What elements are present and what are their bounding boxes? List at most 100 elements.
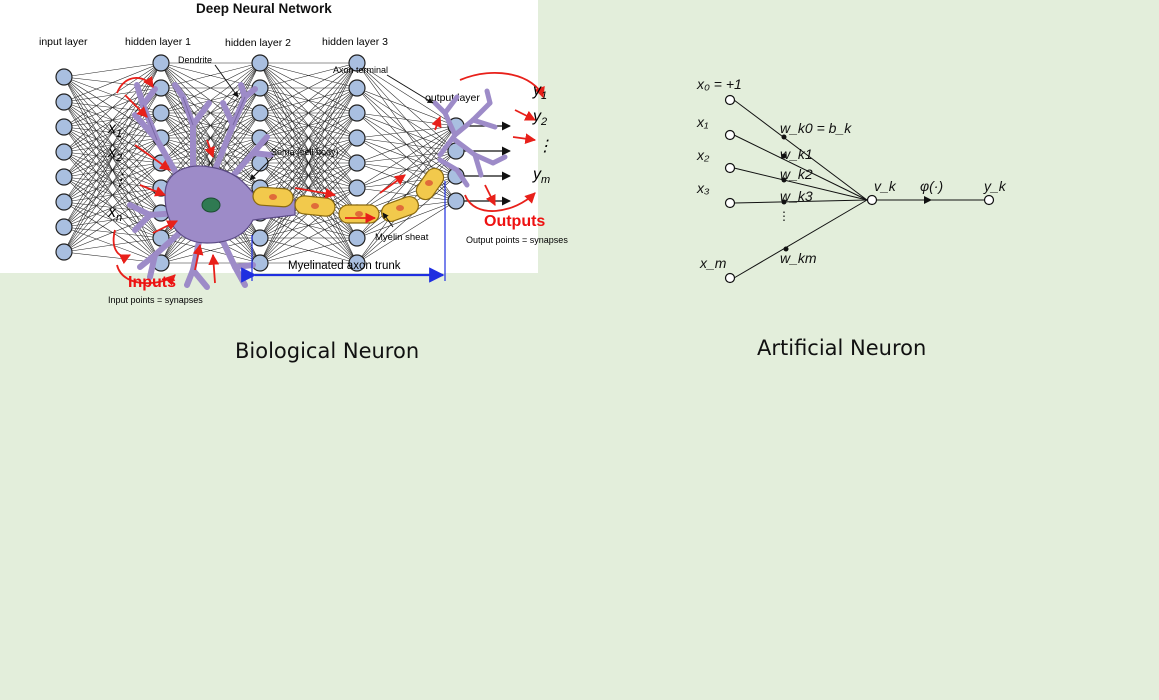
dendrite-label: Dendrite xyxy=(178,55,212,65)
deep-neural-network-panel: Deep Neural Network input layer hidden l… xyxy=(0,0,538,273)
layer-2-node xyxy=(251,54,269,72)
connection-edge xyxy=(63,187,162,253)
connection-edge xyxy=(259,112,358,264)
layer-0-node xyxy=(55,118,73,136)
bio-output-ym: ym xyxy=(532,166,550,186)
connection-edge xyxy=(160,237,261,264)
layer-4-node xyxy=(447,192,465,210)
output-node xyxy=(983,194,995,206)
layer-2-node xyxy=(251,104,269,122)
connection-edge xyxy=(63,62,162,78)
connection-edge xyxy=(356,62,457,127)
signal-arrows xyxy=(112,72,545,286)
network-title: Deep Neural Network xyxy=(196,1,332,16)
output-label: y_k xyxy=(983,178,1007,194)
layer-3-node xyxy=(348,179,366,197)
layer-3-node xyxy=(348,154,366,172)
layer-0-node xyxy=(55,193,73,211)
layer-0-node xyxy=(55,168,73,186)
axon-terminal-label: Axon terminal xyxy=(333,65,388,75)
bio-output-dots: ⋮ xyxy=(537,138,553,155)
connection-edge xyxy=(356,175,457,264)
input-label-xm: x_m xyxy=(699,255,727,271)
input-label-x1: x₁ xyxy=(696,114,709,130)
connection-edge xyxy=(356,200,457,264)
input-label-x2: x₂ xyxy=(696,147,710,163)
input-node-x2 xyxy=(724,162,736,174)
layer-label-output: output layer xyxy=(425,92,480,104)
connection-edge xyxy=(259,62,358,164)
connection-edge xyxy=(63,62,162,128)
connection-edge xyxy=(63,112,162,253)
input-node-x0 xyxy=(724,94,736,106)
connection-edge xyxy=(63,162,162,253)
input-node-x1 xyxy=(724,129,736,141)
layer-label-hidden-2: hidden layer 2 xyxy=(225,37,291,49)
biological-neuron-diagram: Dendrite Axon terminal Soma (cell body) … xyxy=(107,55,568,305)
inputs-label: Inputs xyxy=(128,274,176,291)
network-connections xyxy=(63,62,457,264)
artificial-neuron-caption: Artificial Neuron xyxy=(757,336,927,360)
layer-0-node xyxy=(55,243,73,261)
layer-3-node xyxy=(348,104,366,122)
weight-label-wk2: w_k2 xyxy=(780,166,813,182)
svg-text:⋮: ⋮ xyxy=(778,209,790,223)
layer-0-node xyxy=(55,68,73,86)
bio-output-y1: y1 xyxy=(532,82,547,102)
weight-label-wk1: w_k1 xyxy=(780,146,813,162)
bio-input-x2: x2 xyxy=(107,144,122,164)
myelin-label: Myelin sheat xyxy=(375,232,429,243)
sum-label: v_k xyxy=(874,178,897,194)
connection-edge xyxy=(160,62,261,164)
connection-edge xyxy=(63,62,162,228)
bio-input-labels: x1 x2 ⋮ xn xyxy=(107,120,128,224)
bio-output-labels: y1 y2 ⋮ ym xyxy=(532,82,553,186)
connection-edge xyxy=(259,237,358,264)
layer-3-node xyxy=(348,129,366,147)
trunk-label: Myelinated axon trunk xyxy=(288,260,401,272)
connection-edge xyxy=(259,187,358,264)
bio-output-y2: y2 xyxy=(532,108,547,128)
connection-edge xyxy=(259,62,358,264)
deep-neural-network-diagram: Deep Neural Network input layer hidden l… xyxy=(39,1,511,272)
connection-edge xyxy=(63,237,162,253)
bio-input-dots: ⋮ xyxy=(112,172,128,189)
soma-label: Soma (cell body) xyxy=(271,147,339,157)
connection-edge xyxy=(259,62,358,89)
connection-edge xyxy=(356,125,457,214)
input-node-x3 xyxy=(724,197,736,209)
outputs-sub-label: Output points = synapses xyxy=(466,235,568,245)
nucleus xyxy=(201,197,221,213)
layer-3-node xyxy=(348,54,366,72)
connection-edge xyxy=(259,212,358,264)
artificial-neuron-diagram: ⋮ x₀ = +1 x₁ x₂ x₃ x_m w_k0 = b_k w_k1 w… xyxy=(696,76,1007,284)
connection-edge xyxy=(259,87,358,264)
inputs-sub-label: Input points = synapses xyxy=(108,295,203,305)
connection-edge xyxy=(356,125,457,189)
weight-label-wkm: w_km xyxy=(780,250,817,266)
layer-0-node xyxy=(55,218,73,236)
activation-label: φ(·) xyxy=(920,178,943,194)
connection-edge xyxy=(63,62,162,103)
outputs-label: Outputs xyxy=(484,213,545,230)
layer-label-input: input layer xyxy=(39,36,88,48)
layer-0-node xyxy=(55,93,73,111)
sum-node xyxy=(866,194,878,206)
weight-label-wk0: w_k0 = b_k xyxy=(780,120,852,136)
layer-1-node xyxy=(152,54,170,72)
connection-edge xyxy=(259,62,358,189)
input-node-xm xyxy=(724,272,736,284)
layer-3-node xyxy=(348,229,366,247)
connection-edge xyxy=(63,62,162,253)
axon-terminal-branches xyxy=(432,88,508,188)
x0-label: x₀ = +1 xyxy=(696,76,742,92)
bio-input-x1: x1 xyxy=(107,120,122,140)
layer-0-node xyxy=(55,143,73,161)
layer-1-node xyxy=(152,104,170,122)
layer-label-hidden-1: hidden layer 1 xyxy=(125,36,191,48)
connection-edge xyxy=(356,125,457,164)
connection-edge xyxy=(259,62,358,114)
layer-label-hidden-3: hidden layer 3 xyxy=(322,36,388,48)
weight-label-wk3: w_k3 xyxy=(780,188,813,204)
connection-edge xyxy=(63,137,162,253)
